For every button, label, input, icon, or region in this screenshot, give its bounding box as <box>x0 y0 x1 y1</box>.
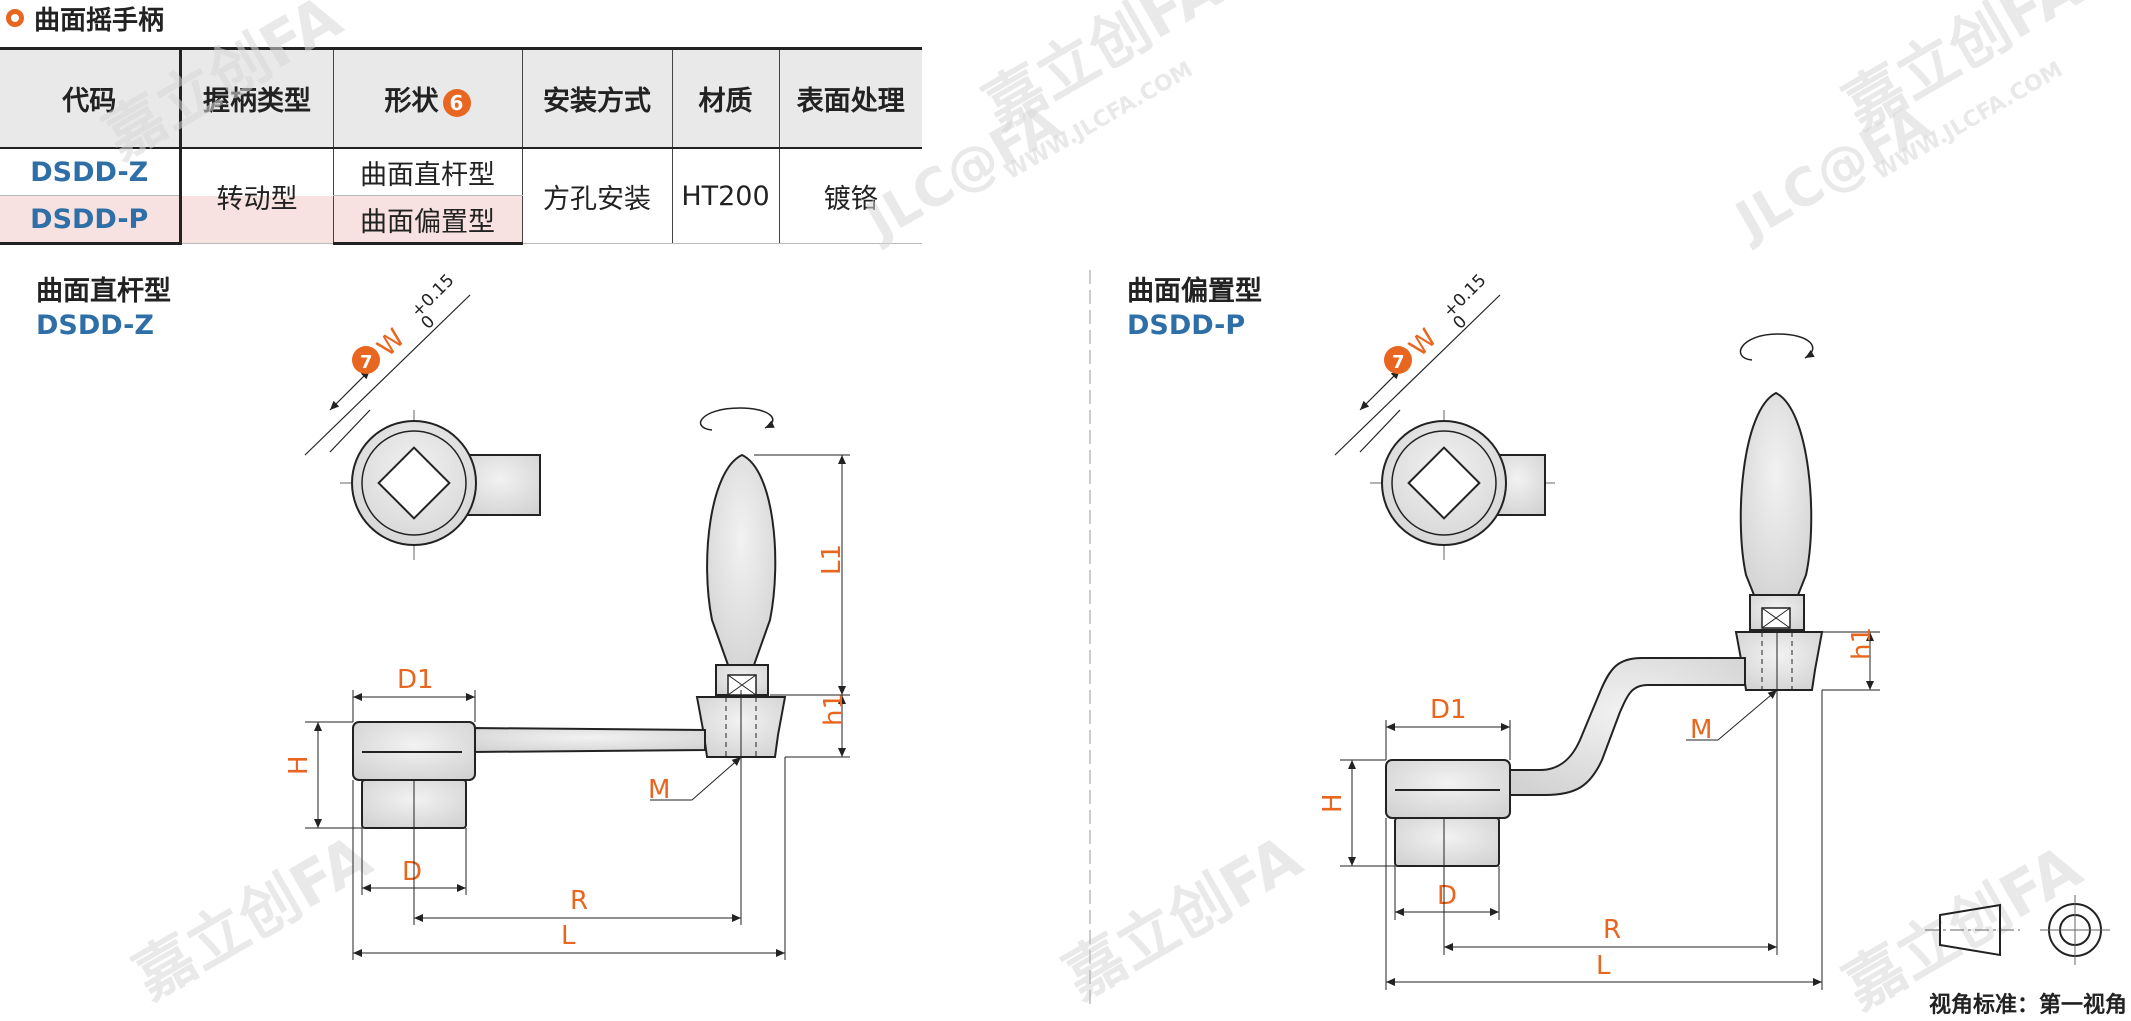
svg-text:0: 0 <box>417 312 439 334</box>
svg-text:L: L <box>561 921 576 951</box>
header-mount: 安装方式 <box>521 47 672 149</box>
right-view-code: DSDD-P <box>1127 310 1246 341</box>
svg-text:D: D <box>402 857 422 887</box>
material-cell: HT200 <box>671 148 779 244</box>
arm-shape <box>471 726 706 754</box>
mount-cell: 方孔安装 <box>521 148 672 244</box>
grip-shape <box>706 453 777 666</box>
badge-6-icon: 6 <box>442 88 471 117</box>
code-cell: DSDD-Z <box>0 148 180 196</box>
svg-text:R: R <box>570 886 588 916</box>
grip-cell: 转动型 <box>178 148 333 244</box>
left-view-label: 曲面直杆型 DSDD-Z <box>36 275 171 343</box>
svg-text:R: R <box>1603 915 1621 945</box>
rotation-arrow-icon <box>1739 333 1815 361</box>
svg-text:+0.15: +0.15 <box>1439 271 1490 322</box>
svg-text:H: H <box>284 755 314 775</box>
section-title: 曲面摇手柄 <box>6 2 165 36</box>
svg-text:M: M <box>648 775 670 805</box>
watermark-brand: 嘉立创FA <box>123 822 384 1013</box>
left-drawing: 7 W +0.15 0 D1 H D <box>284 271 850 960</box>
title-text: 曲面摇手柄 <box>34 5 165 36</box>
left-view-name: 曲面直杆型 <box>36 276 171 307</box>
svg-text:D: D <box>1437 881 1457 911</box>
svg-text:h1: h1 <box>819 693 849 726</box>
svg-text:D1: D1 <box>397 665 434 695</box>
svg-text:h1: h1 <box>1847 627 1877 660</box>
circle-bullet-icon <box>6 9 24 27</box>
header-grip: 握柄类型 <box>178 47 333 149</box>
right-view-label: 曲面偏置型 DSDD-P <box>1127 275 1262 343</box>
offset-arm-shape <box>1507 657 1746 796</box>
svg-text:L: L <box>1596 951 1611 981</box>
watermark-brand: 嘉立创FA <box>93 0 354 173</box>
shape-cell: 曲面偏置型 <box>332 195 522 245</box>
watermark-brand: 嘉立创FA <box>1053 822 1314 1013</box>
table-row: DSDD-Z 转动型 曲面直杆型 方孔安装 HT200 镀铬 <box>0 148 922 244</box>
grip-shape <box>1739 391 1813 596</box>
svg-text:7: 7 <box>1392 352 1405 373</box>
finish-cell: 镀铬 <box>778 148 922 244</box>
header-code: 代码 <box>0 47 180 149</box>
badge-7-icon <box>1384 346 1412 374</box>
header-finish: 表面处理 <box>778 47 922 149</box>
left-view-code: DSDD-Z <box>36 310 154 341</box>
rotation-arrow-icon <box>700 407 775 431</box>
svg-text:H: H <box>1318 793 1348 813</box>
right-view-name: 曲面偏置型 <box>1127 276 1262 307</box>
view-standard-label: 视角标准：第一视角 <box>1928 993 2127 1018</box>
first-angle-projection-icon <box>1925 895 2110 965</box>
header-material: 材质 <box>671 47 779 149</box>
svg-text:L1: L1 <box>817 544 847 575</box>
code-cell: DSDD-P <box>0 195 180 245</box>
shape-cell: 曲面直杆型 <box>332 148 522 196</box>
svg-text:M: M <box>1690 715 1712 745</box>
watermark-logo: JLC@FA <box>854 93 1071 253</box>
right-top-view: 7 W +0.15 0 <box>1334 271 1560 560</box>
svg-text:D1: D1 <box>1430 695 1467 725</box>
right-drawing: 7 W +0.15 0 D1 H D R L <box>1318 271 1880 990</box>
badge-7-icon <box>352 346 380 374</box>
left-top-view: 7 W +0.15 0 <box>304 271 541 560</box>
watermark-logo: JLC@FA <box>1724 93 1941 253</box>
svg-text:7: 7 <box>360 352 373 373</box>
svg-text:0: 0 <box>1449 312 1471 334</box>
